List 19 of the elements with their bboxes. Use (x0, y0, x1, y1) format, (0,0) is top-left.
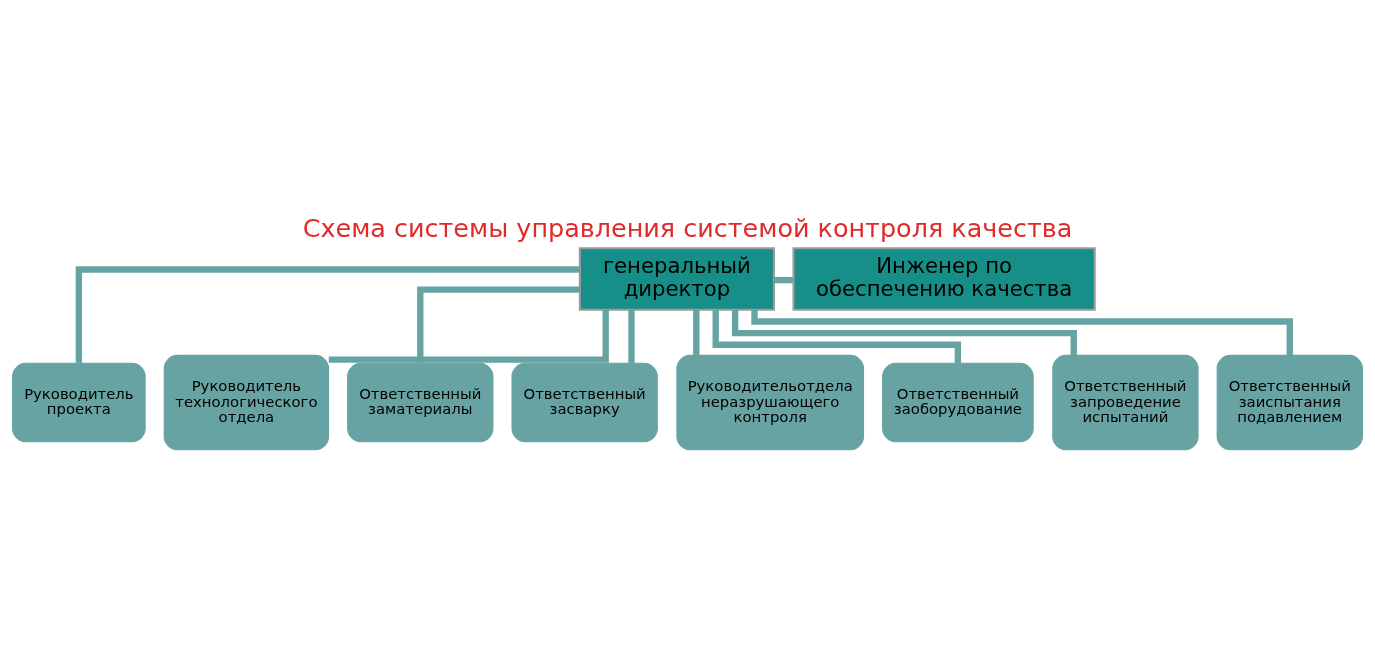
connector (417, 285, 580, 363)
node-box: Ответственный заиспытания подавлением (1216, 354, 1363, 450)
connector (328, 309, 609, 363)
node-box: Руководитель проекта (12, 362, 146, 442)
node-box: Ответственный засварку (511, 362, 658, 442)
diagram-title: Схема системы управления системой контроля качества (302, 212, 1073, 243)
node-box: Ответственный запроведение испытаний (1052, 354, 1199, 450)
connector (628, 309, 635, 363)
node-box: Ответственный заоборудование (882, 362, 1034, 442)
node-box: Инженер по обеспечению качества (792, 246, 1096, 311)
node-box: Руководительотдела неразрушающего контроля (676, 354, 865, 450)
connector (693, 309, 700, 355)
connector (712, 309, 962, 363)
node-box: генеральный директор (578, 246, 775, 311)
node-box: Руководитель технологического отдела (163, 354, 330, 450)
node-box: Ответственный заматериалы (347, 362, 494, 442)
connector (774, 276, 794, 283)
connector (75, 265, 580, 363)
connector (731, 309, 1077, 355)
